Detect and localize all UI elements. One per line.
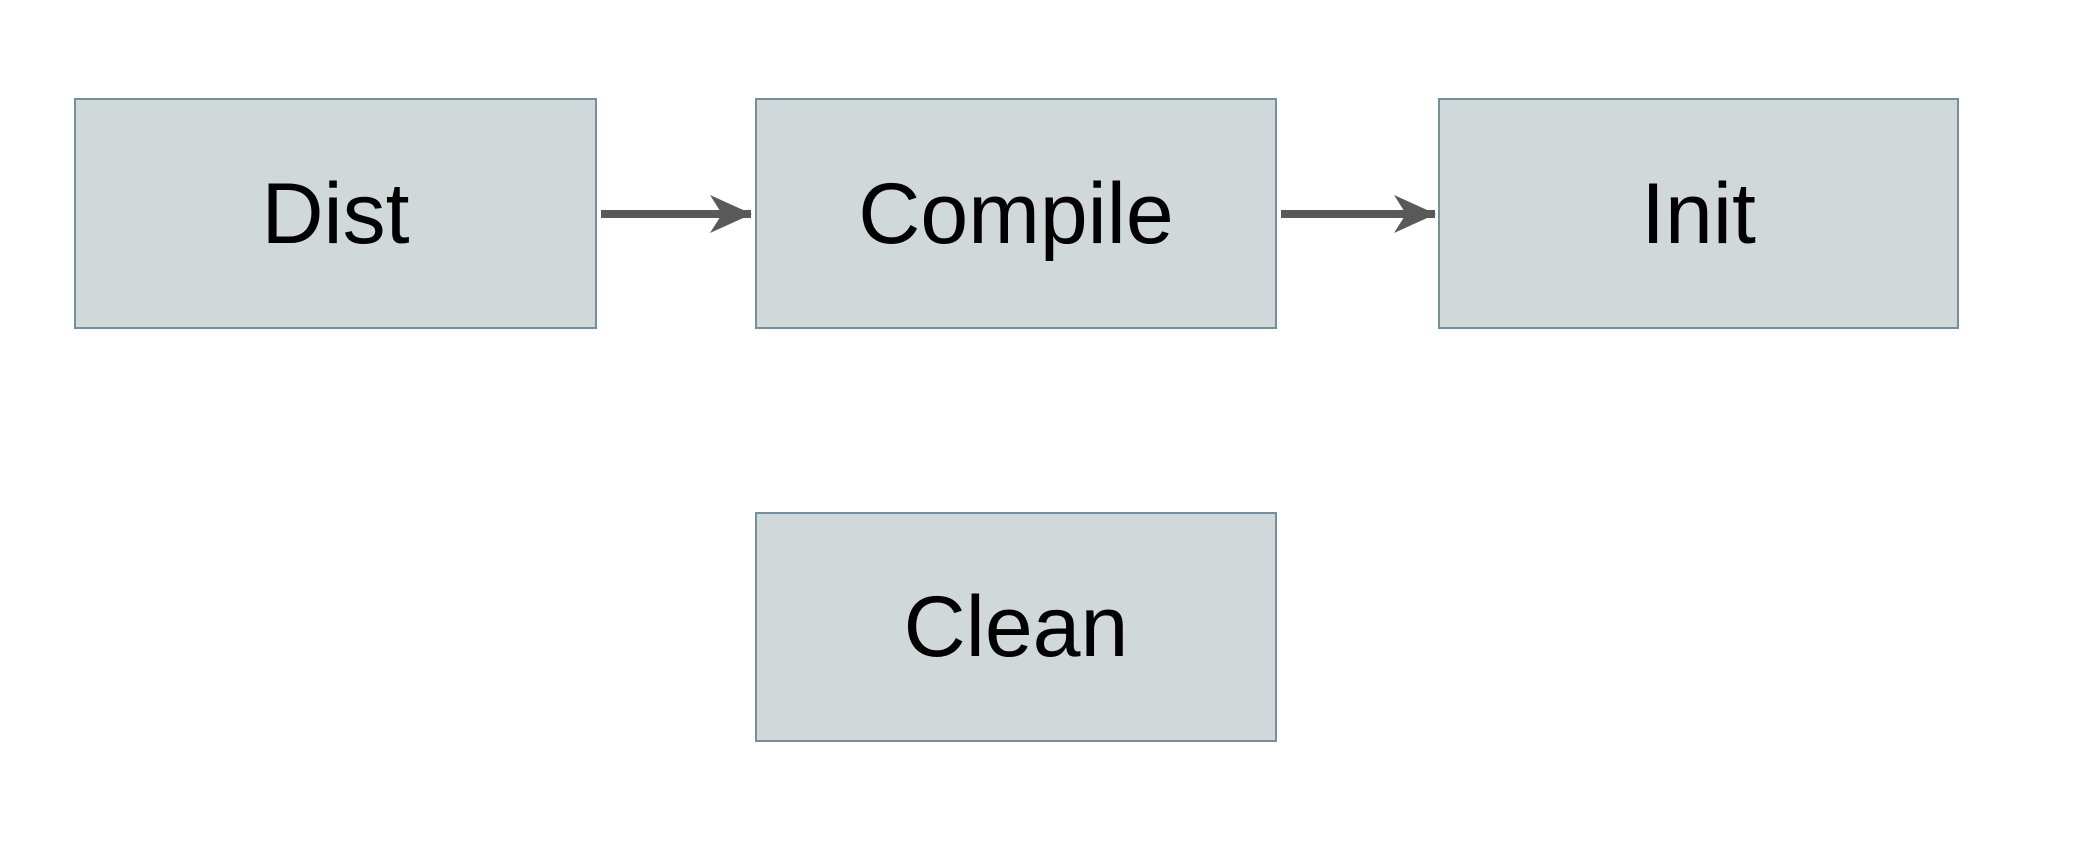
node-dist-label: Dist	[261, 165, 410, 262]
node-init[interactable]: Init	[1438, 98, 1959, 329]
node-compile[interactable]: Compile	[755, 98, 1277, 329]
node-clean[interactable]: Clean	[755, 512, 1277, 742]
node-init-label: Init	[1641, 165, 1756, 262]
node-compile-label: Compile	[858, 165, 1174, 262]
node-dist[interactable]: Dist	[74, 98, 597, 329]
node-clean-label: Clean	[903, 579, 1129, 675]
